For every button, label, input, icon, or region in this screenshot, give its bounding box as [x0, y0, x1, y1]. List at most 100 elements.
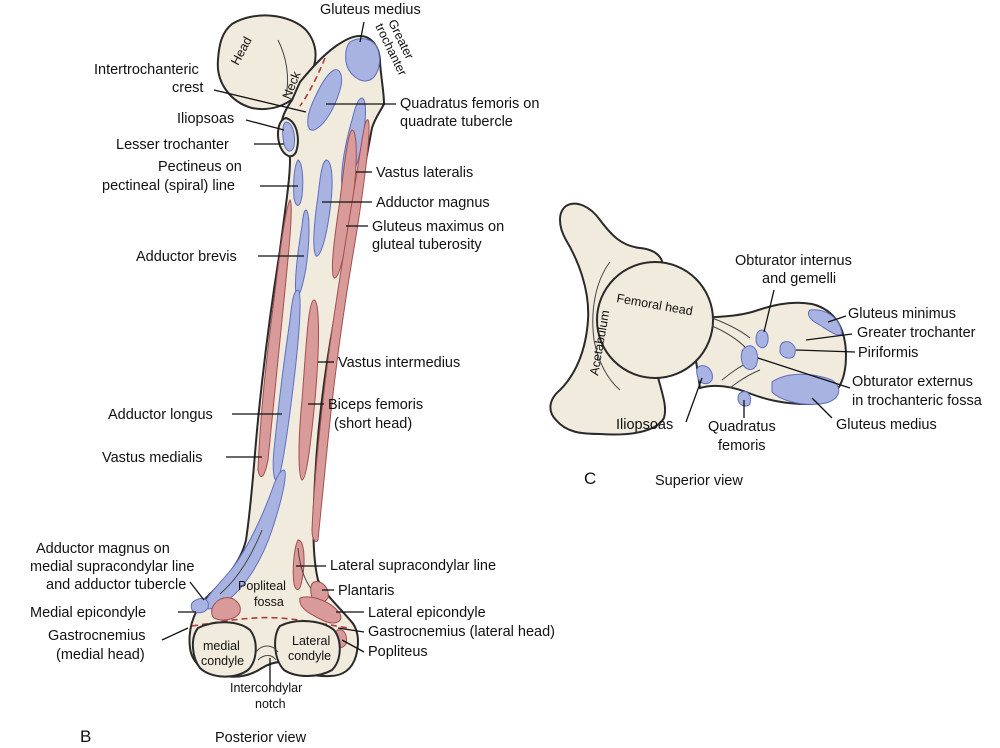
label-gluteus-medius: Gluteus medius — [320, 2, 421, 18]
posterior-labels: Gluteus medius Intertrochanteric crest Q… — [30, 2, 555, 746]
gastrocnemius-medial-attachment — [211, 597, 241, 621]
label-pectineus-1: Pectineus on — [158, 159, 242, 175]
head-neck-junction — [277, 39, 289, 97]
superior-leader-lines — [685, 289, 856, 423]
label-obturator-externus-2: in trochanteric fossa — [852, 393, 983, 409]
label-gluteus-maximus-1: Gluteus maximus on — [372, 219, 504, 235]
label-intercondylar-2: notch — [255, 697, 286, 711]
leader-popliteus — [341, 639, 365, 653]
gluteus-maximus-attachment — [331, 129, 357, 279]
label-adductor-brevis: Adductor brevis — [136, 249, 237, 265]
label-vastus-medialis: Vastus medialis — [102, 450, 202, 466]
lateral-condyle — [274, 620, 341, 677]
vastus-intermedius-attachment — [311, 119, 370, 543]
label-adductor-magnus-tubercle-3: and adductor tubercle — [46, 577, 186, 593]
leader-gluteus-medius-c — [811, 397, 833, 419]
iliopsoas-attachment-superior — [696, 365, 713, 385]
acetabulum-rim — [592, 261, 621, 391]
label-lesser-trochanter: Lesser trochanter — [116, 137, 229, 153]
label-gluteus-medius-c: Gluteus medius — [836, 417, 937, 433]
posterior-femur-drawing: Head Neck Greater trochanter Popliteal f… — [188, 14, 416, 678]
label-quadratus-c-1: Quadratus — [708, 419, 776, 435]
label-vastus-intermedius: Vastus intermedius — [338, 355, 460, 371]
pectineus-attachment — [293, 159, 304, 206]
label-pectineus-2: pectineal (spiral) line — [102, 178, 235, 194]
neck-line-4 — [729, 369, 761, 389]
superior-view-drawing: Acetabulum Femoral head — [549, 202, 848, 436]
label-vastus-lateralis: Vastus lateralis — [376, 165, 473, 181]
leader-iliopsoas-c — [685, 377, 703, 423]
label-intertrochanteric-1: Intertrochanteric — [94, 62, 199, 78]
medial-condyle — [192, 621, 257, 678]
leader-iliopsoas — [245, 119, 285, 131]
label-popliteus: Popliteus — [368, 644, 428, 660]
label-obturator-internus-2: and gemelli — [762, 271, 836, 287]
label-biceps-1: Biceps femoris — [328, 397, 423, 413]
leader-greater-trochanter-c — [805, 333, 853, 341]
label-adductor-magnus-tubercle-1: Adductor magnus on — [36, 541, 170, 557]
lateral-condyle-label-1: Lateral — [292, 634, 330, 648]
label-intertrochanteric-2: crest — [172, 80, 203, 96]
leader-gastrocnemius-lateral — [337, 627, 365, 633]
leader-adductor-magnus-tubercle — [189, 581, 205, 601]
posterior-leader-lines — [161, 21, 396, 690]
label-gastrocnemius-medial-1: Gastrocnemius — [48, 628, 146, 644]
label-lateral-epicondyle: Lateral epicondyle — [368, 605, 486, 621]
medial-supracondylar-line — [219, 529, 263, 595]
label-gastrocnemius-lateral: Gastrocnemius (lateral head) — [368, 624, 555, 640]
label-quadratus-1: Quadratus femoris on — [400, 96, 539, 112]
leader-obturator-internus — [763, 289, 775, 333]
intertrochanteric-crest-line — [299, 57, 326, 107]
medial-condyle-label-1: medial — [203, 639, 240, 653]
panel-c-letter: C — [584, 469, 596, 488]
intercondylar-notch — [255, 645, 279, 661]
leader-intertrochanteric — [213, 89, 307, 113]
leader-obturator-externus — [757, 357, 851, 389]
superior-femoral-head — [596, 261, 714, 379]
quadratus-femoris-attachment — [307, 69, 343, 131]
label-obturator-internus-1: Obturator internus — [735, 253, 852, 269]
biceps-femoris-attachment — [298, 299, 319, 481]
label-gluteus-maximus-2: gluteal tuberosity — [372, 237, 482, 253]
label-iliopsoas: Iliopsoas — [177, 111, 234, 127]
label-obturator-externus-1: Obturator externus — [852, 374, 973, 390]
superior-labels: Obturator internus and gemelli Gluteus m… — [584, 253, 983, 489]
label-quadratus-c-2: femoris — [718, 438, 766, 454]
label-lateral-supracondylar: Lateral supracondylar line — [330, 558, 496, 574]
label-plantaris: Plantaris — [338, 583, 394, 599]
vastus-medialis-attachment — [257, 199, 292, 478]
label-gluteus-minimus: Gluteus minimus — [848, 306, 956, 322]
leader-piriformis — [795, 349, 856, 353]
popliteal-fossa-label-1: Popliteal — [238, 579, 286, 593]
label-gastrocnemius-medial-2: (medial head) — [56, 647, 145, 663]
obturator-externus-attachment — [740, 345, 759, 370]
adductor-magnus-upper-attachment — [313, 159, 333, 257]
label-biceps-2: (short head) — [334, 416, 412, 432]
obturator-internus-attachment — [755, 329, 769, 349]
label-intercondylar-1: Intercondylar — [230, 681, 302, 695]
label-adductor-longus: Adductor longus — [108, 407, 213, 423]
medial-condyle-label-2: condyle — [201, 654, 244, 668]
lateral-condyle-label-2: condyle — [288, 649, 331, 663]
label-piriformis: Piriformis — [858, 345, 918, 361]
label-adductor-magnus-tubercle-2: medial supracondylar line — [30, 559, 194, 575]
gastrocnemius-lateral-attachment — [299, 596, 342, 624]
leader-gluteus-minimus — [827, 315, 847, 323]
label-iliopsoas-c: Iliopsoas — [616, 417, 673, 433]
neck-line-1 — [711, 317, 751, 339]
label-adductor-magnus: Adductor magnus — [376, 195, 490, 211]
gluteus-medius-attachment — [345, 38, 381, 82]
label-quadratus-2: quadrate tubercle — [400, 114, 513, 130]
label-medial-epicondyle: Medial epicondyle — [30, 605, 146, 621]
piriformis-attachment — [779, 341, 796, 359]
panel-b-caption: Posterior view — [215, 730, 307, 746]
medial-epicondyle-attachment — [190, 597, 209, 614]
gluteus-minimus-attachment-superior — [807, 309, 843, 336]
leader-gluteus-medius — [359, 21, 365, 43]
neck-line-2 — [711, 325, 747, 349]
panel-b-letter: B — [80, 727, 91, 746]
label-greater-trochanter: Greater trochanter — [857, 325, 976, 341]
femoral-head — [216, 14, 317, 110]
